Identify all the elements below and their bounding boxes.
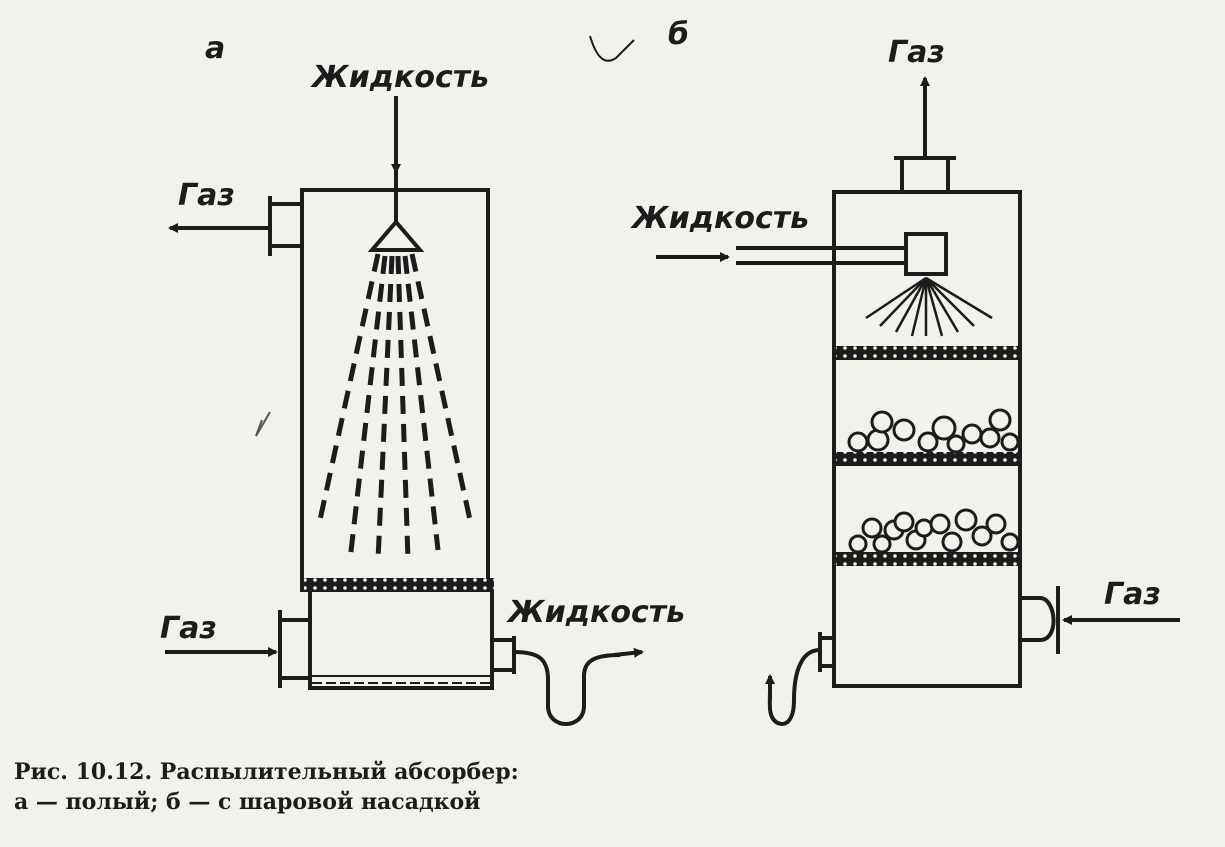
ball-packing-upper bbox=[847, 408, 1020, 454]
ball-packing-lower bbox=[848, 508, 1020, 554]
grid-plate-a bbox=[304, 578, 494, 592]
hook-b bbox=[767, 648, 821, 726]
label-b-liquid-in: Жидкость bbox=[630, 201, 809, 236]
spray-nozzle-a bbox=[367, 218, 425, 252]
label-b-gas-in: Газ bbox=[1104, 577, 1161, 612]
gas-out-pipe-b bbox=[900, 156, 950, 194]
absorber-hollow: а bbox=[160, 31, 685, 726]
u-trap-a bbox=[513, 650, 621, 726]
spray-b bbox=[865, 276, 993, 337]
grid-plate-b3 bbox=[836, 552, 1018, 566]
check-mark bbox=[255, 411, 271, 437]
caption-line-2: а — полый; б — с шаровой насадкой bbox=[14, 789, 481, 815]
liquid-out-pipe-a bbox=[490, 638, 516, 672]
spray-cone-a bbox=[317, 253, 473, 561]
gas-in-pipe-b bbox=[1020, 596, 1056, 642]
gas-in-pipe-a bbox=[278, 618, 312, 680]
absorber-packed: б bbox=[630, 17, 1180, 726]
gas-out-pipe-a bbox=[268, 202, 304, 248]
grid-plate-b1 bbox=[836, 346, 1018, 360]
label-a-gas-out: Газ bbox=[178, 178, 235, 213]
caption-line-1: Рис. 10.12. Распылительный абсорбер: bbox=[14, 759, 519, 785]
grid-plate-b2 bbox=[836, 452, 1018, 466]
label-a-gas-in: Газ bbox=[160, 611, 217, 646]
figure-caption: Рис. 10.12. Распылительный абсорбер: а —… bbox=[14, 757, 519, 817]
label-a-liquid-out: Жидкость bbox=[506, 595, 685, 630]
label-a-liquid-in: Жидкость bbox=[310, 60, 489, 95]
column-a-bottom bbox=[308, 588, 494, 690]
spray-nozzle-b bbox=[904, 232, 948, 276]
label-b: б bbox=[668, 17, 689, 52]
liquid-out-pipe-b bbox=[818, 636, 836, 668]
check-mark bbox=[589, 35, 635, 62]
label-b-gas-out: Газ bbox=[888, 35, 945, 70]
label-a: а bbox=[205, 31, 225, 66]
